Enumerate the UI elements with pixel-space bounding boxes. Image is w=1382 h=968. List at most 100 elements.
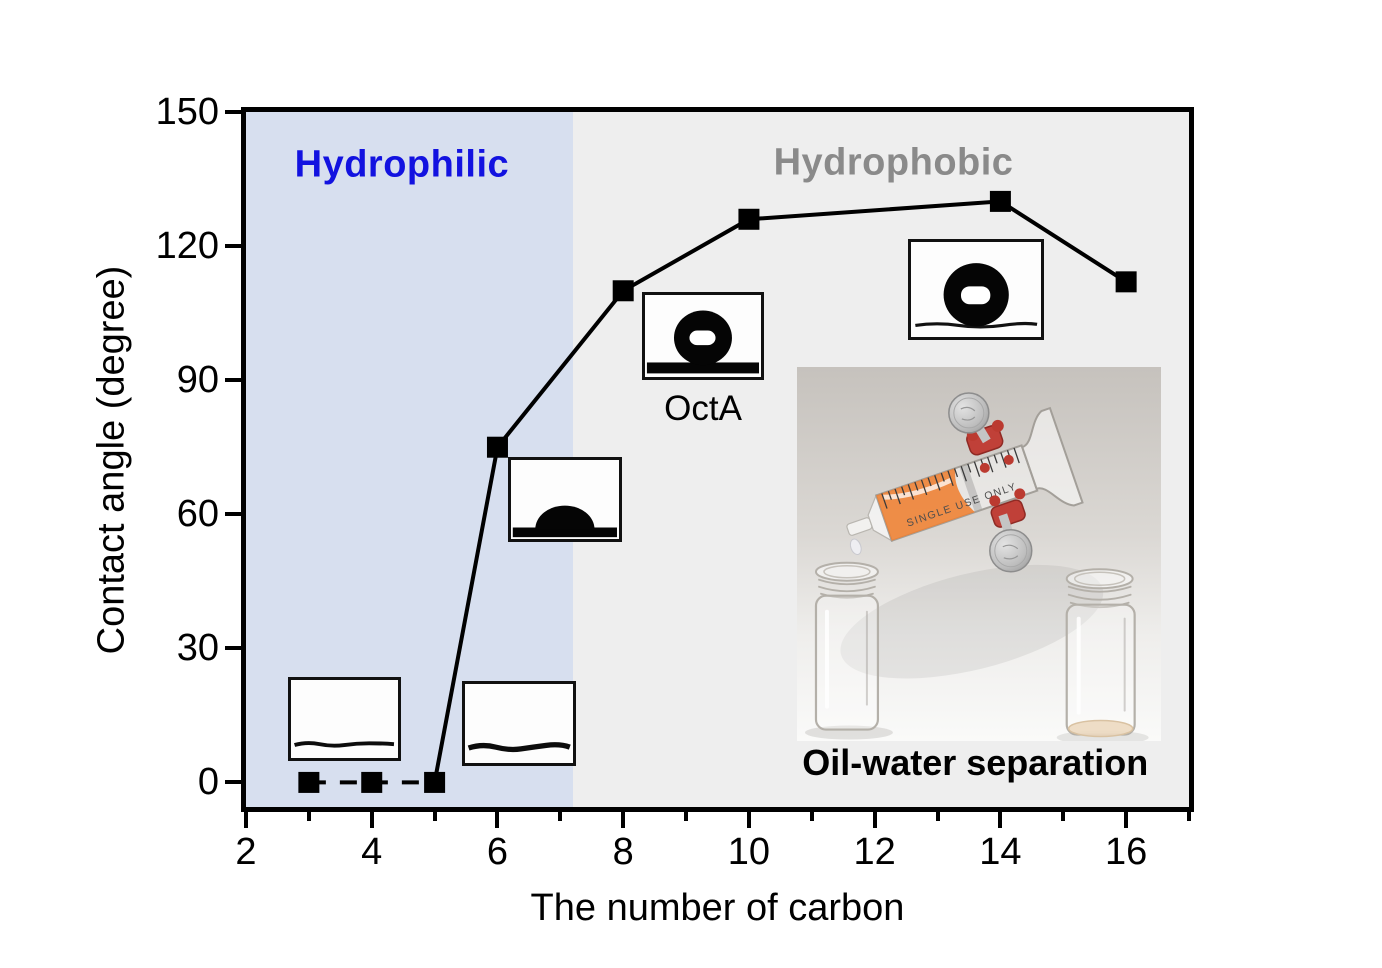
y-major-tick bbox=[225, 646, 241, 651]
plot-area: Hydrophilic Hydrophobic OctA bbox=[246, 112, 1189, 807]
x-minor-tick bbox=[1187, 812, 1191, 821]
liquid-highlight bbox=[882, 477, 952, 500]
vial-rim-inner bbox=[822, 564, 871, 579]
right-vial bbox=[1056, 567, 1149, 742]
x-tick-label: 12 bbox=[853, 831, 896, 873]
y-tick-label: 0 bbox=[197, 761, 219, 804]
droplet-spread-left-svg bbox=[294, 741, 395, 749]
x-tick-label: 14 bbox=[979, 831, 1022, 873]
x-minor-tick bbox=[935, 812, 940, 821]
x-major-tick bbox=[998, 812, 1003, 828]
x-minor-tick bbox=[558, 812, 563, 821]
graduation-line bbox=[927, 477, 932, 487]
graduation-line bbox=[953, 467, 958, 477]
oil-water-separation-photo: SINGLE USE ONLY bbox=[796, 366, 1162, 742]
graduation-line bbox=[1013, 447, 1020, 464]
droplet-ball-octa-svg bbox=[646, 310, 760, 374]
clamp-lower bbox=[990, 499, 1026, 528]
left-vial bbox=[804, 561, 893, 740]
y-major-tick bbox=[225, 244, 241, 249]
graduation-line bbox=[999, 452, 1007, 468]
x-minor-tick bbox=[684, 812, 689, 821]
data-series bbox=[298, 190, 1137, 793]
data-point-marker-x3 bbox=[298, 771, 320, 793]
graduation-line bbox=[913, 481, 919, 491]
x-tick-label: 10 bbox=[727, 831, 771, 873]
coin-upper bbox=[947, 391, 990, 434]
y-tick-label: 60 bbox=[176, 493, 219, 536]
data-point-marker-x6 bbox=[486, 436, 508, 458]
graduation-line bbox=[887, 490, 892, 500]
flange-edge bbox=[1021, 446, 1037, 489]
droplet-spread-right-svg bbox=[467, 742, 571, 753]
data-point-marker-x8 bbox=[612, 280, 634, 302]
graduation-line bbox=[966, 463, 972, 473]
droplet-ball-130deg-svg bbox=[915, 263, 1038, 329]
droplet-image-spread-left bbox=[288, 677, 401, 762]
coin-engraving bbox=[960, 406, 975, 421]
y-major-tick bbox=[225, 378, 241, 383]
x-major-tick bbox=[495, 812, 500, 828]
data-point-marker-x10 bbox=[738, 208, 760, 230]
y-major-tick bbox=[225, 512, 241, 517]
graduation-line bbox=[933, 474, 941, 491]
series-line bbox=[432, 199, 1128, 783]
clamp-assembly bbox=[947, 391, 1033, 573]
y-axis-title: Contact angle (degree) bbox=[90, 265, 133, 654]
graduation-line bbox=[907, 483, 914, 500]
x-major-tick bbox=[872, 812, 877, 828]
graduation-line bbox=[900, 486, 905, 496]
octa-label: OctA bbox=[664, 389, 742, 429]
x-tick-label: 6 bbox=[486, 831, 509, 873]
data-point-marker-x5 bbox=[424, 771, 446, 793]
clamp-knob bbox=[989, 495, 1000, 507]
oil-drop bbox=[849, 538, 862, 555]
y-tick-label: 120 bbox=[155, 225, 219, 268]
x-major-tick bbox=[1124, 812, 1129, 828]
graduation-line bbox=[986, 456, 994, 473]
y-tick-label: 90 bbox=[176, 359, 219, 402]
graduation-line bbox=[960, 465, 967, 482]
graduation-line bbox=[940, 472, 945, 482]
hydrophobic-region-label: Hydrophobic bbox=[773, 141, 1014, 183]
coin-engraving bbox=[1002, 544, 1018, 560]
coin-lower bbox=[988, 528, 1033, 573]
photo-caption: Oil-water separation bbox=[802, 741, 1149, 783]
coin-upper-detail bbox=[953, 397, 985, 429]
clamp-knob bbox=[979, 462, 990, 473]
hydrophilic-region-label: Hydrophilic bbox=[294, 143, 510, 186]
x-axis-title: The number of carbon bbox=[530, 887, 905, 929]
x-tick-label: 4 bbox=[361, 831, 383, 873]
droplet-image-spread-right bbox=[461, 681, 577, 767]
clamp-knob bbox=[991, 419, 1004, 432]
clamp-knob bbox=[1003, 454, 1014, 465]
y-major-tick bbox=[225, 780, 241, 785]
x-major-tick bbox=[369, 812, 374, 828]
x-tick-label: 16 bbox=[1104, 831, 1148, 873]
x-minor-tick bbox=[809, 812, 814, 821]
x-minor-tick bbox=[306, 812, 311, 821]
droplet-image-high-angle bbox=[907, 238, 1045, 340]
syringe: SINGLE USE ONLY bbox=[846, 406, 1084, 555]
y-major-tick bbox=[225, 110, 241, 114]
data-point-marker-x16 bbox=[1115, 271, 1137, 293]
y-tick-label: 30 bbox=[176, 627, 219, 670]
clamp-knob bbox=[1013, 488, 1025, 500]
graduation-line bbox=[894, 488, 901, 504]
photo-svg: SINGLE USE ONLY bbox=[796, 366, 1162, 742]
graduation-line bbox=[993, 454, 998, 464]
vial-body bbox=[814, 594, 879, 731]
droplet-dome-75deg-svg bbox=[512, 506, 618, 538]
x-tick-label: 8 bbox=[612, 831, 634, 873]
x-minor-tick bbox=[432, 812, 437, 821]
y-tick-label: 150 bbox=[155, 91, 219, 133]
vial-rim-inner bbox=[1073, 571, 1126, 586]
syringe-flange bbox=[1020, 406, 1084, 507]
x-major-tick bbox=[244, 812, 248, 828]
soft-shadow bbox=[840, 564, 1103, 679]
droplet-image-octa bbox=[642, 291, 764, 380]
coin-lower-detail bbox=[994, 534, 1027, 567]
droplet-image-dome bbox=[508, 457, 622, 543]
graduation-line bbox=[880, 493, 888, 509]
